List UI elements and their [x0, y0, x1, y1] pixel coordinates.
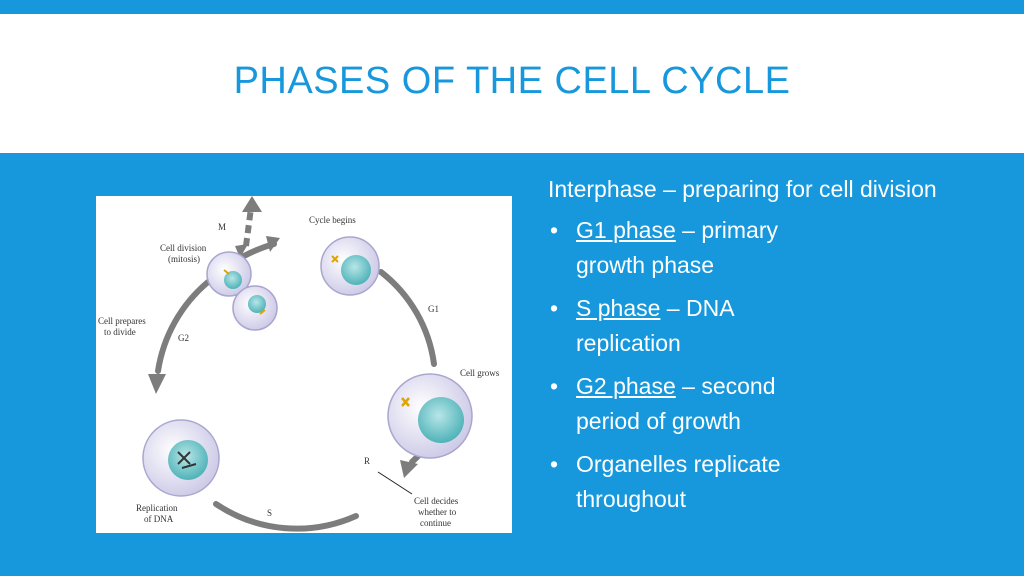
- label-g1: G1: [428, 304, 439, 314]
- label-g2: G2: [178, 333, 189, 343]
- label-cell-grows: Cell grows: [460, 368, 500, 378]
- term-g2: G2 phase: [576, 373, 676, 399]
- interphase-intro: Interphase – preparing for cell division: [548, 176, 937, 202]
- cell-cycle-diagram: M Cycle begins Cell division (mitosis) G…: [96, 196, 512, 533]
- arrowheads: [148, 236, 418, 478]
- label-replication: Replication: [136, 503, 178, 513]
- list-item-g2: • G2 phase – second period of growth: [548, 369, 826, 439]
- label-of-dna: of DNA: [144, 514, 174, 524]
- arrowhead-g2: [148, 374, 166, 394]
- arc-g1: [378, 269, 437, 367]
- list-item-s: • S phase – DNA replication: [548, 291, 826, 361]
- cell-mitosis: [206, 251, 278, 331]
- arrowhead-r: [400, 460, 418, 478]
- label-cell-division: Cell division: [160, 243, 207, 253]
- bullet-dot: •: [550, 217, 559, 243]
- arrowhead-top: [266, 236, 280, 252]
- label-whether-to: whether to: [418, 507, 457, 517]
- label-mitosis: (mitosis): [168, 254, 200, 264]
- bullet-dot: •: [550, 373, 559, 399]
- cell-replication: [142, 419, 220, 497]
- cycle-arrows: [155, 241, 444, 532]
- cell-grows: [387, 373, 473, 459]
- cell-cycle-begins: [320, 236, 380, 296]
- desc-organelles: Organelles replicate throughout: [576, 451, 781, 512]
- r-pointer-line: [377, 471, 413, 495]
- label-cycle-begins: Cycle begins: [309, 215, 356, 225]
- bullet-dot: •: [550, 295, 559, 321]
- desc-g1: – primary growth phase: [576, 217, 778, 278]
- slide-title: PHASES OF THE CELL CYCLE: [233, 60, 791, 102]
- label-s: S: [267, 508, 272, 518]
- list-item-g1: • G1 phase – primary growth phase: [548, 213, 826, 283]
- label-continue: continue: [420, 518, 451, 528]
- label-cell-decides: Cell decides: [414, 496, 459, 506]
- text-column: Interphase – preparing for cell division…: [548, 172, 948, 525]
- mitosis-exit-arrow: [242, 196, 262, 247]
- term-g1: G1 phase: [576, 217, 676, 243]
- label-m: M: [218, 222, 226, 232]
- label-cell-prepares: Cell prepares: [98, 316, 146, 326]
- list-item-organelles: • Organelles replicate throughout: [548, 447, 846, 517]
- arc-s: [213, 501, 359, 532]
- bullet-dot: •: [550, 451, 559, 477]
- label-to-divide: to divide: [104, 327, 136, 337]
- top-accent-bar: [0, 0, 1024, 14]
- desc-g2: – second period of growth: [576, 373, 776, 434]
- title-band: [0, 14, 1024, 153]
- phase-list: • G1 phase – primary growth phase • S ph…: [548, 213, 948, 517]
- arc-g2: [155, 279, 211, 374]
- term-s: S phase: [576, 295, 661, 321]
- arrowhead-mitosis: [235, 244, 248, 258]
- desc-s: – DNA replication: [576, 295, 734, 356]
- label-r: R: [364, 456, 370, 466]
